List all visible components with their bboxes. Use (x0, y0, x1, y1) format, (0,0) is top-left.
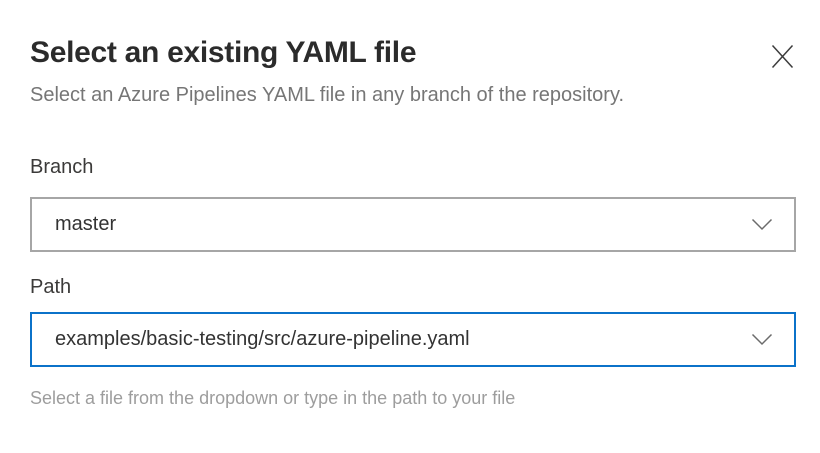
branch-selected-value: master (55, 213, 117, 235)
chevron-down-icon[interactable] (751, 333, 773, 346)
path-helper-text: Select a file from the dropdown or type … (30, 388, 516, 408)
path-label: Path (30, 276, 72, 298)
path-combobox[interactable]: examples/basic-testing/src/azure-pipelin… (30, 312, 796, 367)
page-title: Select an existing YAML file (30, 36, 417, 69)
dialog-subtitle: Select an Azure Pipelines YAML file in a… (30, 84, 625, 106)
branch-dropdown[interactable]: master (30, 197, 796, 252)
path-value: examples/basic-testing/src/azure-pipelin… (55, 328, 470, 350)
close-icon (771, 44, 793, 68)
branch-label: Branch (30, 156, 94, 178)
chevron-down-icon[interactable] (751, 218, 773, 231)
close-button[interactable] (764, 38, 800, 74)
